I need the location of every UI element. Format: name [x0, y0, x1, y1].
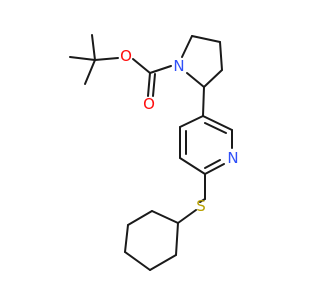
bond — [202, 86, 205, 117]
pyrrolidine-ring — [181, 35, 223, 117]
bond — [124, 251, 151, 271]
atom-label-oxygen-ester: O — [120, 47, 132, 65]
bond — [186, 72, 205, 88]
bond — [181, 35, 193, 58]
bond — [199, 198, 206, 203]
bond — [94, 57, 119, 61]
pyridine-ring — [179, 115, 233, 203]
bond — [219, 41, 223, 71]
bond — [69, 56, 96, 61]
atom-labels: O N O N S — [120, 47, 239, 215]
bond — [204, 159, 221, 169]
bond — [204, 163, 225, 175]
tert-butyl-group — [69, 34, 119, 85]
structure-canvas: O N O N S — [69, 34, 239, 271]
bond — [149, 254, 177, 271]
bond — [91, 34, 96, 61]
bond — [179, 157, 206, 175]
bond — [204, 122, 227, 134]
atom-label-nitrogen-pyrrolidine: N — [173, 57, 184, 75]
bond — [84, 59, 96, 85]
bond — [127, 210, 153, 226]
bond — [149, 65, 172, 74]
bond — [202, 115, 233, 131]
bond — [151, 210, 179, 224]
carbamate-group — [132, 58, 172, 97]
cyclohexyl-ring — [124, 209, 197, 271]
bond — [147, 72, 151, 97]
atom-label-sulfur: S — [196, 197, 206, 215]
bond — [177, 209, 197, 224]
bond — [124, 224, 129, 253]
bond — [179, 115, 204, 128]
bond — [132, 58, 151, 74]
bond — [175, 222, 179, 256]
atom-label-nitrogen-pyridine: N — [227, 149, 238, 167]
atom-label-oxygen-carbonyl: O — [143, 95, 155, 113]
bond — [203, 69, 223, 88]
bond — [191, 35, 221, 43]
molecule-structure: O N O N S — [69, 34, 239, 271]
bond — [152, 73, 156, 97]
